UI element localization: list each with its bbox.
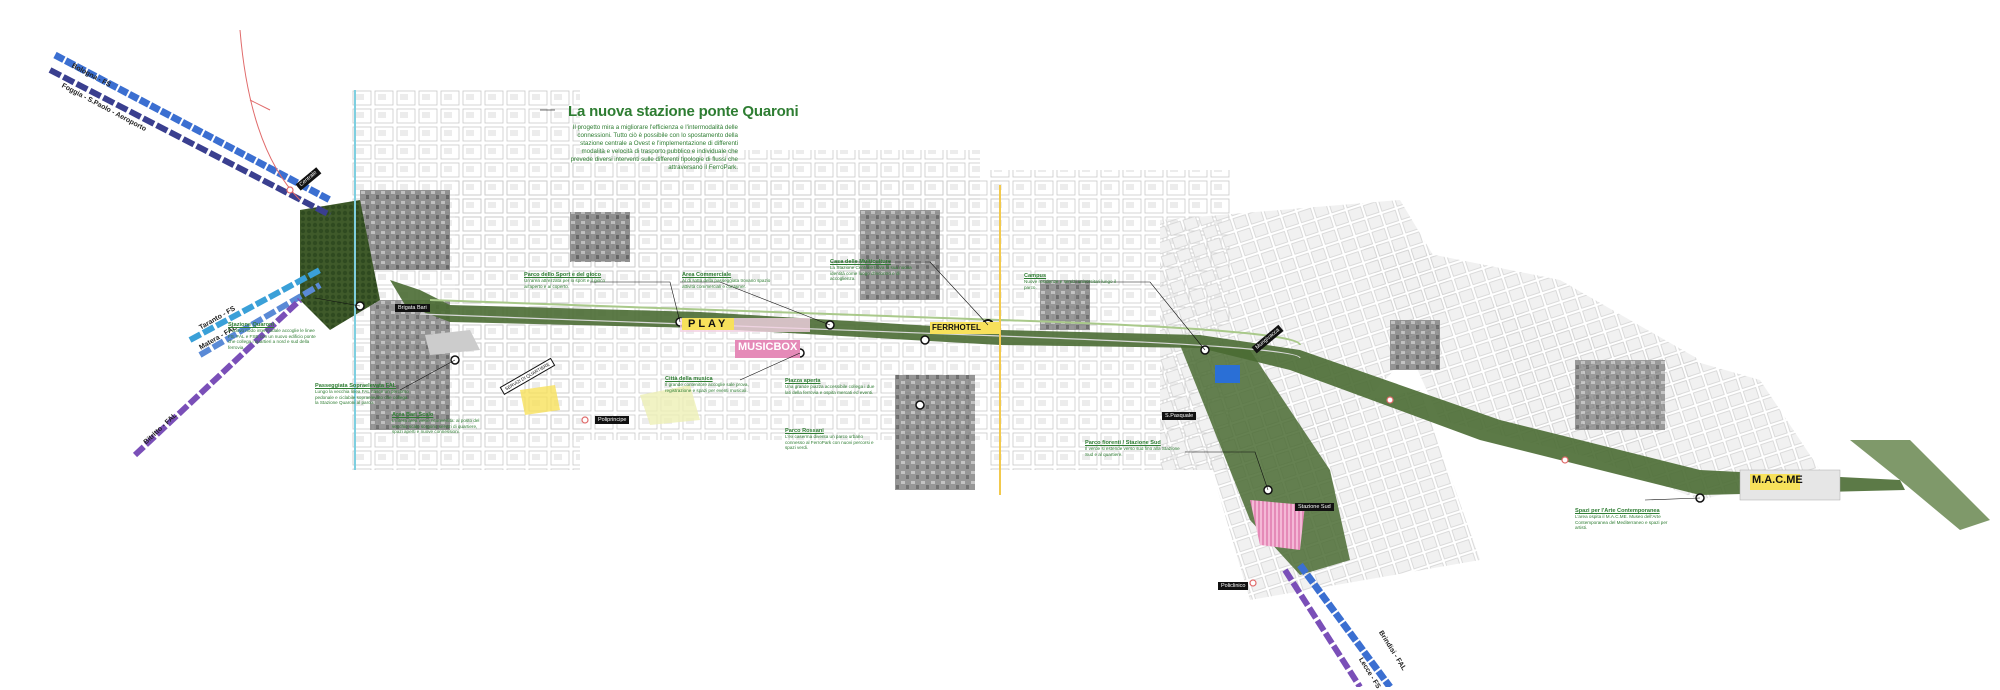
annotation-campus: Campus Nuove residenze e servizi univers…	[1024, 273, 1116, 290]
annotation-casa-multiculture: Casa delle Multiculture La Stazione Cent…	[830, 259, 912, 282]
annotation-piazza-aperta: Piazza aperta Una grande piazza accessib…	[785, 378, 875, 395]
annotation-passeggiata-fal: Passeggiata Sopraelevata FAL Lungo la ve…	[315, 383, 409, 406]
aerial-photo-patches	[360, 190, 1665, 490]
label-ferrhotel: FERRHOTEL	[932, 323, 981, 332]
annotation-stazione-quaroni: Stazione Quaroni Il nuovo nodo intermoda…	[228, 322, 316, 350]
station-tag-poliprincipe: Poliprincipe	[595, 416, 630, 424]
station-tag-brigata-bari: Brigata Bari	[395, 304, 430, 312]
annotation-area-bari-scalo: Area Bari Scalo L'intera area viene rico…	[392, 412, 480, 435]
program-blocks	[425, 318, 1841, 550]
label-play: PLAY	[682, 318, 735, 330]
intro-text: Il progetto mira a migliorare l'efficien…	[570, 124, 738, 171]
label-musicbox: MUSICBOX	[735, 341, 801, 353]
annotation-parco-sport: Parco dello Sport e del gioco Un'area at…	[524, 272, 606, 289]
station-tag-policlinico: Policlinico	[1218, 582, 1249, 590]
label-macme: M.A.C.ME	[1752, 474, 1803, 486]
page-title: La nuova stazione ponte Quaroni	[568, 103, 799, 120]
annotation-citta-musica: Città della musica Il grande contenitore…	[665, 376, 749, 393]
annotation-area-commerciale: Area Commerciale Al di sotto della passe…	[682, 272, 771, 289]
annotation-arte-contemporanea: Spazi per l'Arte Contemporanea L'area os…	[1575, 508, 1668, 531]
station-markers	[286, 186, 1829, 587]
rail-lines	[48, 29, 1393, 687]
title-block: La nuova stazione ponte Quaroni Il proge…	[568, 103, 1023, 172]
annotation-parco-fiorenti: Parco fiorenti / Stazione Sud Il verde s…	[1085, 440, 1180, 457]
leader-lines	[314, 109, 1701, 501]
annotation-parco-rossani: Parco Rossani L'ex caserma diventa un pa…	[785, 428, 874, 451]
station-tag-s-pasquale: S.Pasquale	[1162, 412, 1197, 420]
station-tag-stazione-sud: Stazione Sud	[1295, 503, 1334, 511]
